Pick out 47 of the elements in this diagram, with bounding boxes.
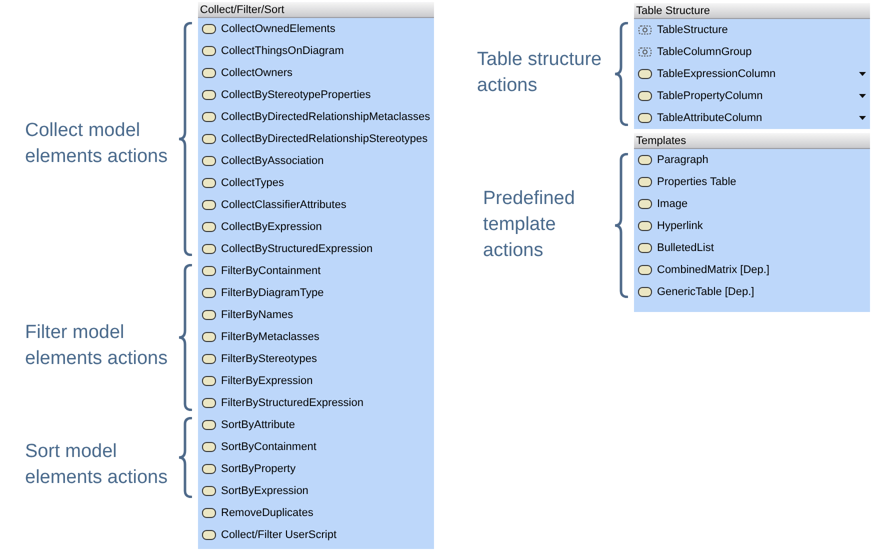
item-label: FilterByStereotypes: [221, 352, 317, 367]
item-label: CollectByStructuredExpression: [221, 242, 373, 257]
item-label: CombinedMatrix [Dep.]: [657, 262, 770, 278]
item-label: FilterByNames: [221, 308, 294, 323]
annotation-label: Predefined template actions: [483, 187, 576, 263]
item-label: CollectClassifierAttributes: [221, 198, 346, 213]
panel-header: Templates: [634, 133, 870, 149]
item-label: CollectThingsOnDiagram: [221, 44, 344, 59]
item-label: Hyperlink: [657, 218, 703, 234]
palette-panel: [634, 3, 870, 129]
item-label: CollectByDirectedRelationshipStereotypes: [221, 132, 428, 147]
palette-panel: [634, 133, 870, 312]
item-label: SortByExpression: [221, 484, 308, 499]
item-label: TableColumnGroup: [657, 44, 752, 60]
item-label: SortByProperty: [221, 462, 296, 477]
palette-panel: [198, 2, 434, 549]
item-label: TablePropertyColumn: [657, 88, 763, 104]
annotation-label: Collect model elements actions: [25, 119, 169, 169]
annotation-label: Filter model elements actions: [25, 321, 169, 371]
item-label: TableAttributeColumn: [657, 110, 762, 126]
item-label: CollectByDirectedRelationshipMetaclasses: [221, 110, 430, 125]
item-label: CollectByExpression: [221, 220, 322, 235]
item-label: Properties Table: [657, 174, 736, 190]
item-label: SortByAttribute: [221, 418, 295, 433]
annotation-label: Sort model elements actions: [25, 440, 169, 490]
item-label: FilterByDiagramType: [221, 286, 324, 301]
item-label: CollectOwnedElements: [221, 22, 336, 37]
item-label: FilterByContainment: [221, 264, 321, 279]
panel-header: Collect/Filter/Sort: [198, 2, 434, 18]
item-label: Paragraph: [657, 152, 708, 168]
item-label: Image: [657, 196, 688, 212]
annotation-label: Table structure actions: [477, 48, 603, 98]
item-label: Collect/Filter UserScript: [221, 528, 337, 543]
item-label: TableStructure: [657, 22, 728, 38]
item-label: BulletedList: [657, 240, 714, 256]
item-label: FilterByStructuredExpression: [221, 396, 364, 411]
item-label: RemoveDuplicates: [221, 506, 314, 521]
item-label: GenericTable [Dep.]: [657, 284, 754, 300]
item-label: TableExpressionColumn: [657, 66, 776, 82]
item-label: CollectTypes: [221, 176, 284, 191]
item-label: CollectOwners: [221, 66, 293, 81]
panel-header: Table Structure: [634, 3, 870, 19]
item-label: FilterByExpression: [221, 374, 313, 389]
item-label: FilterByMetaclasses: [221, 330, 320, 345]
item-label: CollectByStereotypeProperties: [221, 88, 371, 103]
item-label: CollectByAssociation: [221, 154, 324, 169]
item-label: SortByContainment: [221, 440, 316, 455]
